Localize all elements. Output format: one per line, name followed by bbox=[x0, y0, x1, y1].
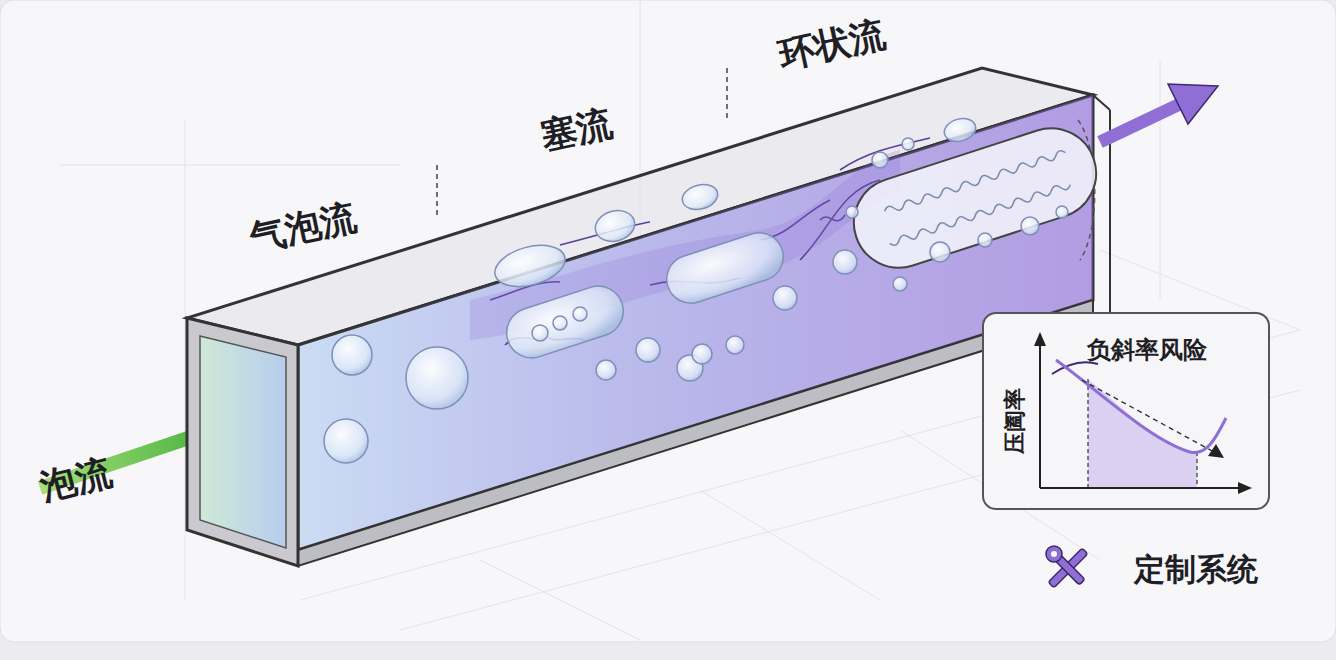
bubble bbox=[930, 242, 950, 262]
outlet-arrow-head bbox=[1168, 84, 1218, 124]
outlet-arrow bbox=[1100, 84, 1218, 142]
annular-gas-core bbox=[842, 117, 1108, 280]
wrench-symbol bbox=[1051, 551, 1085, 585]
wavy-interface bbox=[889, 181, 1072, 246]
bubble bbox=[1056, 206, 1068, 218]
channel-front-frame bbox=[187, 318, 298, 566]
grid-line bbox=[60, 165, 400, 166]
tools-icon bbox=[1046, 546, 1088, 588]
bubble bbox=[680, 181, 721, 213]
bubble bbox=[592, 206, 638, 245]
channel bbox=[187, 68, 1110, 566]
flow-streak bbox=[840, 138, 930, 170]
background-grid bbox=[60, 0, 1300, 640]
bubble bbox=[636, 338, 660, 362]
region-divider bbox=[726, 68, 728, 122]
wrench-jaw bbox=[1051, 551, 1057, 557]
bubble bbox=[893, 277, 907, 291]
region-divider bbox=[436, 165, 438, 218]
inset-chart-box: 负斜率风险压阖率 bbox=[982, 312, 1270, 510]
slug-bubble bbox=[500, 280, 630, 365]
axis-label: 压阖率 bbox=[1000, 388, 1030, 454]
bubble bbox=[902, 138, 914, 150]
bubble bbox=[406, 347, 468, 409]
screwdriver-symbol bbox=[1048, 548, 1088, 588]
grid-line bbox=[1160, 60, 1161, 300]
bubble bbox=[324, 419, 368, 463]
bubble bbox=[553, 316, 567, 330]
grid-line bbox=[480, 560, 640, 640]
bubble bbox=[773, 286, 797, 310]
grid-line bbox=[185, 120, 186, 600]
channel-inlet-opening bbox=[200, 336, 286, 548]
chart-title: 负斜率风险 bbox=[1087, 334, 1207, 366]
wrench-head bbox=[1046, 546, 1062, 562]
bubble bbox=[846, 206, 858, 218]
bubble bbox=[726, 336, 744, 354]
bubble bbox=[692, 344, 712, 364]
bubble bbox=[872, 152, 888, 168]
bubble bbox=[532, 325, 548, 341]
grid-line bbox=[700, 490, 880, 600]
feature-label: 定制系统 bbox=[1134, 549, 1258, 591]
channel-bottom-rim bbox=[298, 300, 1093, 566]
bubble bbox=[942, 115, 979, 145]
bubble bbox=[573, 307, 587, 321]
card-background bbox=[0, 0, 1336, 642]
bubble bbox=[596, 360, 616, 380]
bubble bbox=[1021, 217, 1039, 235]
wavy-interface bbox=[884, 149, 1067, 214]
bubble bbox=[833, 250, 857, 274]
channel-end-edge bbox=[1093, 95, 1110, 110]
bubble bbox=[332, 335, 372, 375]
bubble bbox=[978, 233, 992, 247]
outlet-arrow-shaft bbox=[1100, 104, 1180, 142]
slug-bubble bbox=[661, 227, 790, 310]
bubble bbox=[490, 238, 569, 293]
